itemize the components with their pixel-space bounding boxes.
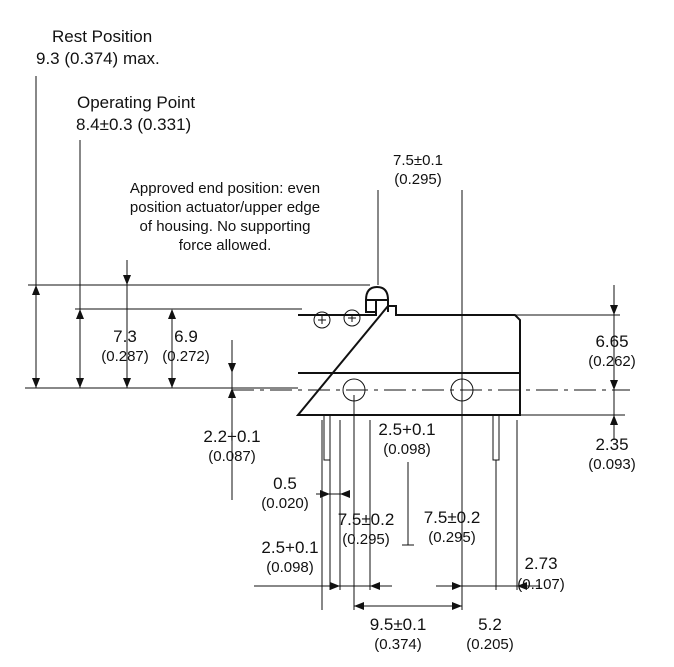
- d25l-mm: 2.5+0.1: [261, 538, 318, 557]
- d73-mm: 7.3: [113, 327, 137, 346]
- arrow: [168, 309, 176, 319]
- housing-outline: [295, 299, 521, 416]
- note-line-3: of housing. No supporting: [140, 218, 311, 235]
- arrow: [123, 275, 131, 285]
- d235-in: (0.093): [588, 456, 636, 473]
- arrow: [228, 363, 236, 373]
- terminal-right: [492, 414, 500, 461]
- d52-mm: 5.2: [478, 615, 502, 634]
- note-line-1: Approved end position: even: [130, 180, 320, 197]
- d69-mm: 6.9: [174, 327, 198, 346]
- rest-position-value: 9.3 (0.374) max.: [36, 49, 160, 68]
- operating-point-title: Operating Point: [77, 93, 195, 112]
- pitch-top-in: (0.295): [394, 171, 442, 188]
- d273-in: (0.107): [517, 576, 565, 593]
- arrow: [517, 582, 527, 590]
- pitch-1-mm: 7.5±0.2: [338, 510, 395, 529]
- arrow: [610, 415, 618, 425]
- arrow: [228, 388, 236, 398]
- d95-mm: 9.5±0.1: [370, 615, 427, 634]
- d665-in: (0.262): [588, 353, 636, 370]
- arrow: [76, 378, 84, 388]
- pitch-top-mm: 7.5±0.1: [393, 152, 443, 169]
- operating-point-value: 8.4±0.3 (0.331): [76, 115, 191, 134]
- switch-body: [295, 285, 521, 461]
- d73-in: (0.287): [101, 348, 149, 365]
- arrow: [370, 582, 380, 590]
- d25l-in: (0.098): [266, 559, 314, 576]
- arrow: [32, 378, 40, 388]
- note-line-4: force allowed.: [179, 237, 272, 254]
- d95-in: (0.374): [374, 636, 422, 653]
- screw-2-icon: [343, 309, 361, 327]
- arrow: [610, 305, 618, 315]
- arrow: [330, 582, 340, 590]
- note-line-2: position actuator/upper edge: [130, 199, 320, 216]
- arrow: [32, 285, 40, 295]
- d665-mm: 6.65: [595, 332, 628, 351]
- pitch-2-mm: 7.5±0.2: [424, 508, 481, 527]
- rest-position-title: Rest Position: [52, 27, 152, 46]
- pitch-2-in: (0.295): [428, 529, 476, 546]
- screw-1-icon: [313, 311, 331, 329]
- d52-in: (0.205): [466, 636, 514, 653]
- terminal-left: [323, 414, 331, 461]
- arrow: [320, 490, 330, 498]
- d05-mm: 0.5: [273, 474, 297, 493]
- d05-in: (0.020): [261, 495, 309, 512]
- pitch-1-in: (0.295): [342, 531, 390, 548]
- arrow: [610, 380, 618, 390]
- d25r-in: (0.098): [383, 441, 431, 458]
- arrow: [340, 490, 350, 498]
- arrow: [76, 309, 84, 319]
- arrow: [452, 582, 462, 590]
- arrow: [354, 602, 364, 610]
- d69-in: (0.272): [162, 348, 210, 365]
- d22-mm: 2.2+0.1: [203, 427, 260, 446]
- arrow: [168, 378, 176, 388]
- d235-mm: 2.35: [595, 435, 628, 454]
- d25r-mm: 2.5+0.1: [378, 420, 435, 439]
- d22-in: (0.087): [208, 448, 256, 465]
- arrow: [123, 378, 131, 388]
- actuator-plunger: [365, 285, 389, 301]
- d273-mm: 2.73: [524, 554, 557, 573]
- arrow: [452, 602, 462, 610]
